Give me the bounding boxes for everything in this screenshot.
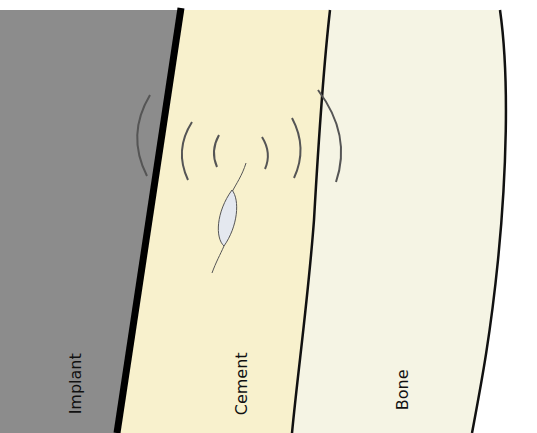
layer-label: Bone [393, 370, 411, 411]
implant-cement-interface [117, 8, 181, 433]
wave-arc [318, 90, 341, 182]
layer-label: Cement [232, 353, 250, 416]
wave-arc [214, 135, 219, 167]
wave-arc [262, 137, 268, 169]
band-fill [117, 10, 330, 433]
cement-bone-interface [292, 10, 330, 433]
wave-arc [137, 95, 150, 176]
band-fill [292, 10, 506, 433]
crack-line [212, 246, 224, 273]
bone-edge [472, 10, 506, 433]
layer-label: Implant [67, 353, 85, 414]
wave-arc [182, 122, 192, 180]
wave-arc [292, 118, 301, 178]
cement-void [218, 190, 236, 246]
band-fill [0, 10, 181, 433]
crack-line [232, 163, 246, 192]
acoustic-waves [137, 90, 341, 182]
